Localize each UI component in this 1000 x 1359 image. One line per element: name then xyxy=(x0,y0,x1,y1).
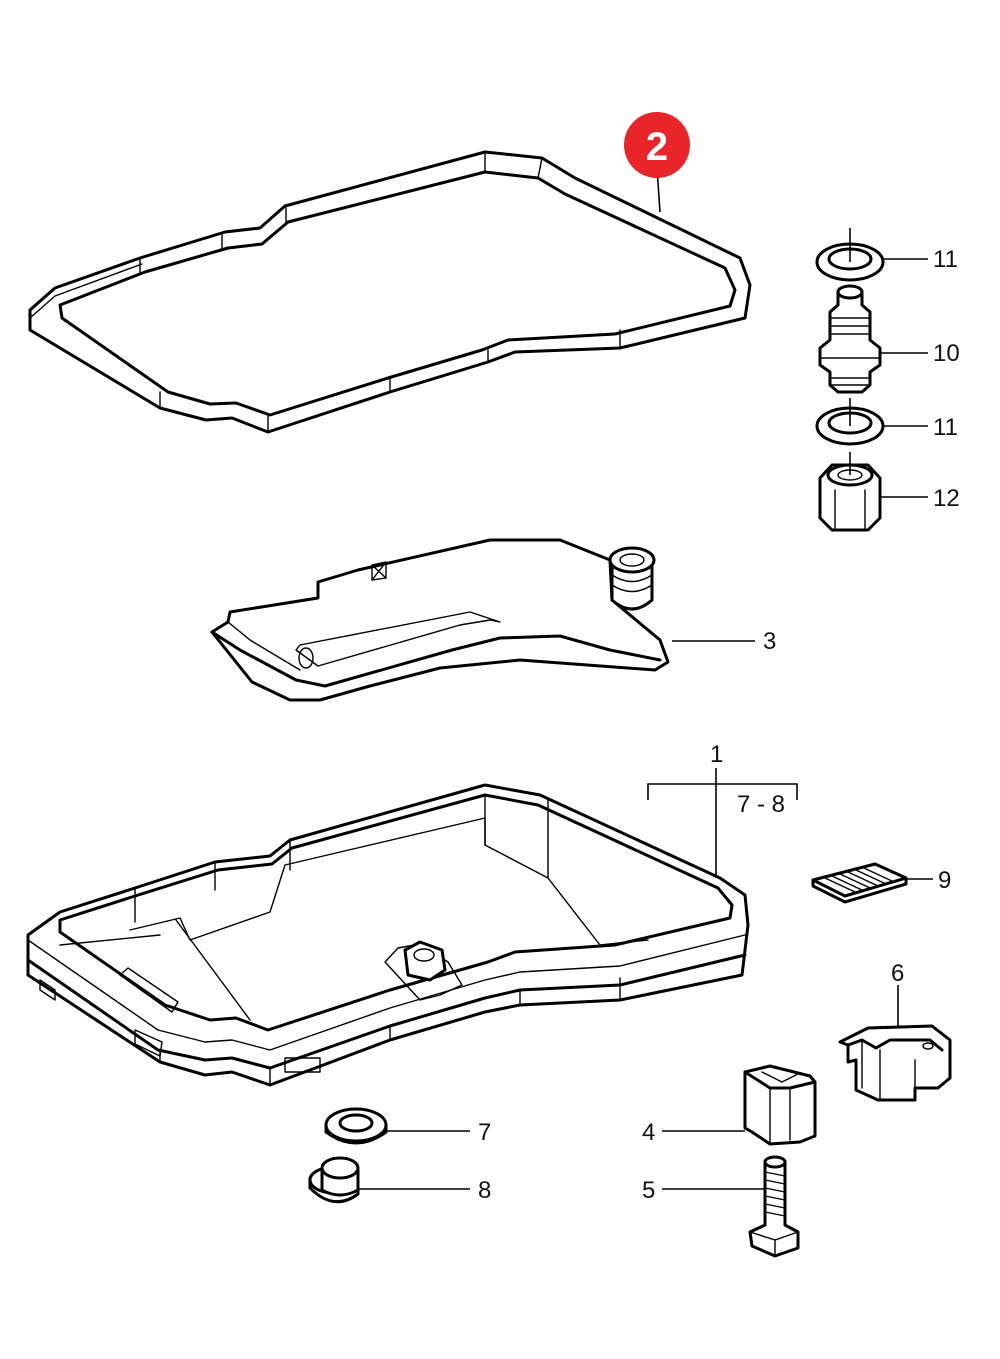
seal-ring-7-drawing xyxy=(324,1107,470,1145)
washer-11-bottom-drawing xyxy=(815,398,928,446)
drain-plug-8-drawing xyxy=(308,1156,470,1204)
label-part-9: 9 xyxy=(938,867,951,894)
label-part-8: 8 xyxy=(478,1177,491,1204)
label-part-10: 10 xyxy=(933,340,960,367)
oil-pan-drawing xyxy=(26,768,798,1087)
clamp-insert-4-drawing xyxy=(662,1064,817,1146)
label-part-11-top: 11 xyxy=(933,246,958,273)
washer-11-top-drawing xyxy=(815,228,928,282)
label-part-1: 1 xyxy=(710,741,723,768)
label-part-7: 7 xyxy=(478,1119,491,1146)
label-part-5: 5 xyxy=(642,1177,655,1204)
filter-drawing xyxy=(210,538,755,702)
label-part-12: 12 xyxy=(933,485,960,512)
adapter-10-drawing xyxy=(818,284,928,394)
label-part-4: 4 xyxy=(642,1119,655,1146)
badge-number: 2 xyxy=(646,125,668,169)
cap-nut-12-drawing xyxy=(818,452,928,532)
gasket-drawing xyxy=(28,150,752,434)
label-part-3: 3 xyxy=(763,628,776,655)
label-part-6: 6 xyxy=(891,960,904,987)
label-part-1-range: 7 - 8 xyxy=(737,791,785,818)
badge-circle xyxy=(624,112,690,178)
bolt-5-drawing xyxy=(662,1155,800,1258)
magnet-9-drawing xyxy=(811,862,933,904)
clamp-bracket-6-drawing xyxy=(838,985,952,1102)
label-part-11-bottom: 11 xyxy=(933,414,958,441)
part-2-badge: 2 xyxy=(624,112,690,213)
